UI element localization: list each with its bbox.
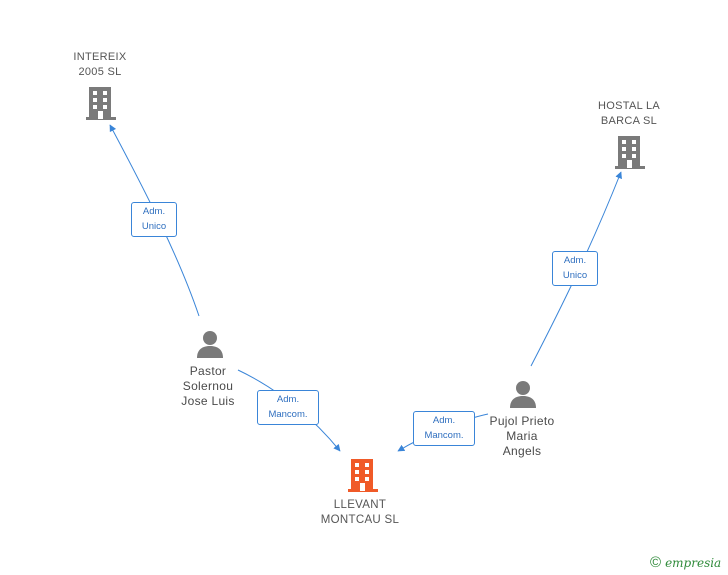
brand-name: empresia bbox=[665, 555, 722, 570]
label-line: Angels bbox=[502, 444, 542, 458]
label-line: Pujol Prieto bbox=[489, 414, 555, 428]
person-icon[interactable] bbox=[195, 329, 225, 359]
edge-label-pujol-llevant: Adm. Mancom. bbox=[413, 411, 475, 446]
edge-label-pastor-intereix: Adm. Unico bbox=[131, 202, 177, 237]
edge-label-line: Mancom. bbox=[424, 430, 464, 441]
label-line: INTEREIX bbox=[73, 51, 127, 63]
person-icon[interactable] bbox=[508, 379, 538, 409]
brand-watermark: © empresia bbox=[650, 554, 721, 571]
label-line: Maria bbox=[506, 429, 538, 443]
building-icon[interactable] bbox=[614, 134, 646, 170]
label-line: Solernou bbox=[182, 379, 234, 393]
label-line: Jose Luis bbox=[181, 394, 235, 408]
label-line: MONTCAU SL bbox=[320, 514, 400, 526]
edge-label-line: Adm. bbox=[276, 394, 300, 405]
edge-label-pujol-hostal: Adm. Unico bbox=[552, 251, 598, 286]
company-label-intereix[interactable]: INTEREIX 2005 SL bbox=[60, 50, 140, 80]
edge-label-pastor-llevant: Adm. Mancom. bbox=[257, 390, 319, 425]
edge-label-line: Unico bbox=[562, 270, 588, 281]
edge-label-line: Unico bbox=[141, 221, 167, 232]
company-label-llevant[interactable]: LLEVANT MONTCAU SL bbox=[305, 498, 415, 528]
label-line: BARCA SL bbox=[600, 115, 658, 127]
building-icon[interactable] bbox=[85, 85, 117, 121]
edge-label-line: Adm. bbox=[563, 255, 587, 266]
edge-label-line: Adm. bbox=[142, 206, 166, 217]
building-icon[interactable] bbox=[347, 457, 379, 493]
person-label-pujol[interactable]: Pujol Prieto Maria Angels bbox=[472, 414, 572, 459]
label-line: Pastor bbox=[189, 364, 227, 378]
edge-label-line: Adm. bbox=[432, 415, 456, 426]
label-line: 2005 SL bbox=[78, 66, 122, 78]
copyright-symbol: © bbox=[650, 554, 662, 571]
label-line: HOSTAL LA bbox=[598, 100, 660, 112]
person-label-pastor[interactable]: Pastor Solernou Jose Luis bbox=[160, 364, 256, 409]
edge-label-line: Mancom. bbox=[268, 409, 308, 420]
company-label-hostal[interactable]: HOSTAL LA BARCA SL bbox=[584, 99, 674, 129]
label-line: LLEVANT bbox=[333, 499, 387, 511]
